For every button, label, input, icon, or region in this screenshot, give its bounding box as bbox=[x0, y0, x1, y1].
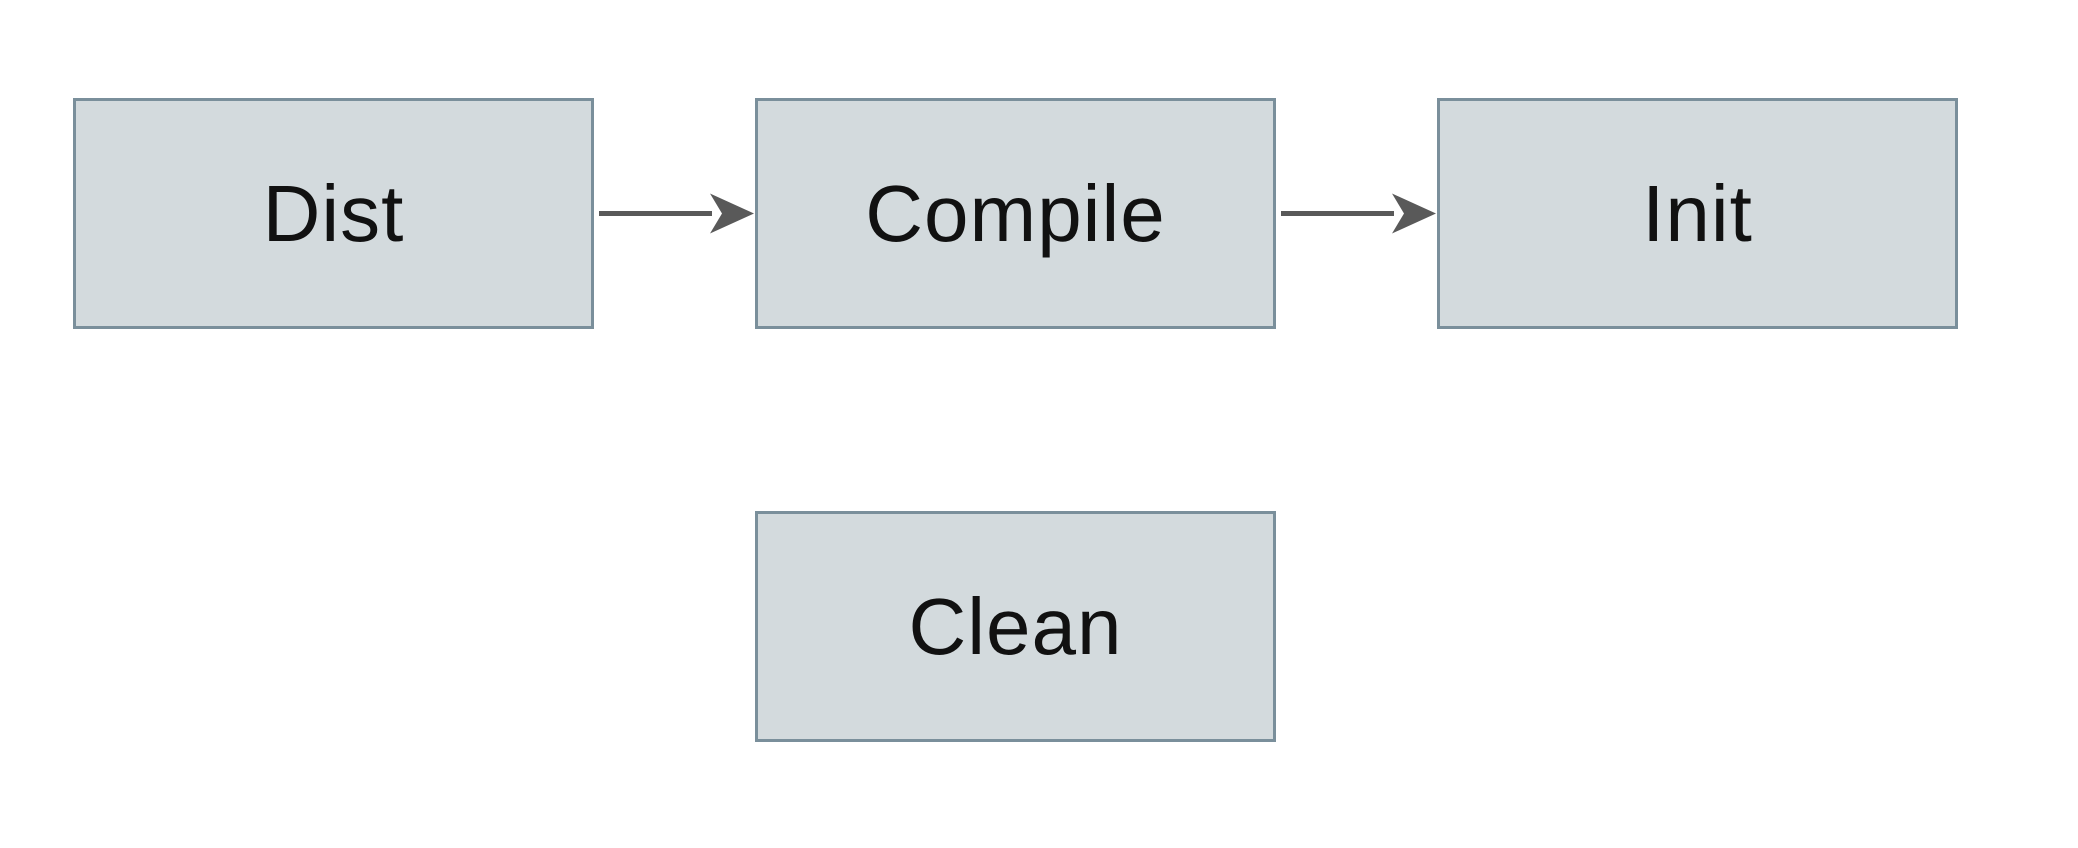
node-clean: Clean bbox=[755, 511, 1276, 742]
node-init-label: Init bbox=[1642, 168, 1753, 258]
node-dist-label: Dist bbox=[262, 168, 405, 258]
node-clean-label: Clean bbox=[908, 581, 1123, 671]
node-compile-label: Compile bbox=[865, 168, 1166, 258]
edge-dist-to-compile bbox=[599, 193, 754, 234]
arrow-right-icon bbox=[710, 193, 754, 234]
node-dist: Dist bbox=[73, 98, 594, 329]
node-compile: Compile bbox=[755, 98, 1276, 329]
edge-compile-to-init bbox=[1281, 193, 1436, 234]
node-init: Init bbox=[1437, 98, 1958, 329]
arrow-right-icon bbox=[1392, 193, 1436, 234]
